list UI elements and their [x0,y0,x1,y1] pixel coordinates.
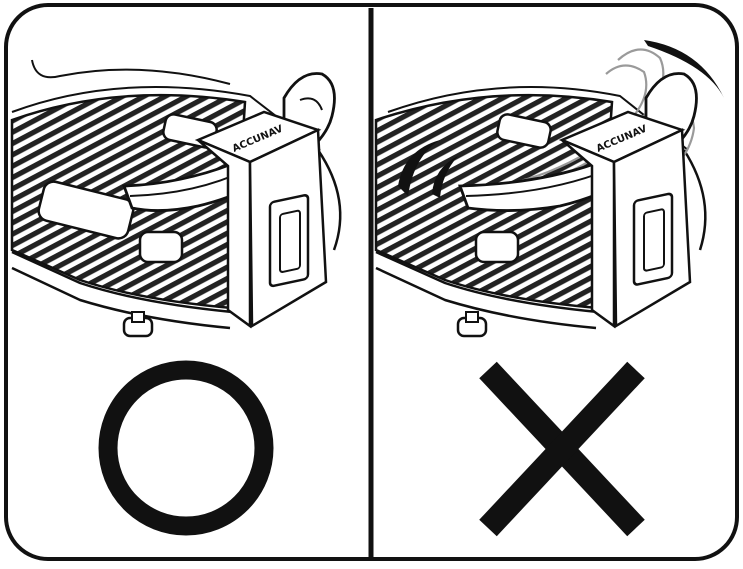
instruction-diagram: ACCUNAV [0,0,743,564]
